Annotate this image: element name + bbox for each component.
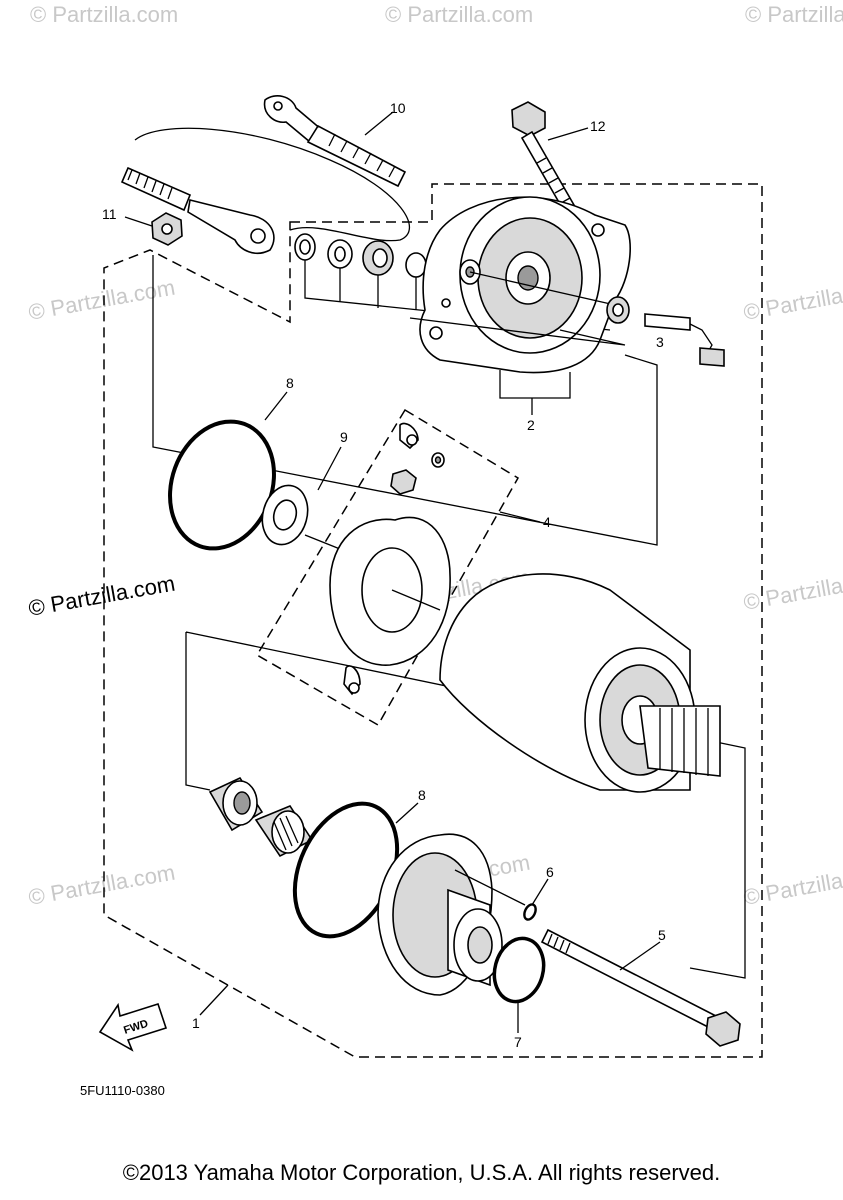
callout-11: 11	[102, 206, 117, 222]
brush-block	[699, 347, 725, 367]
callout-2: 2	[527, 417, 535, 433]
cover-mount-hole	[591, 223, 605, 237]
lead-terminal-hole	[250, 228, 266, 244]
watermark-text: © Partzilla.com	[742, 860, 843, 910]
callout-6: 6	[546, 864, 554, 880]
bearing-set	[208, 776, 314, 858]
callout-8-lower: 8	[418, 787, 426, 803]
watermark-text: © Partzilla.com	[30, 2, 178, 27]
watermark-text: © Partzilla.com	[742, 275, 843, 325]
lead-wire-upper-boot	[306, 124, 407, 188]
brush-plate-4	[329, 422, 451, 696]
armature-yoke	[439, 573, 721, 793]
callout-labels: 10 12 11 3 2 8 9 4 8 6 5 7 1	[102, 100, 666, 1050]
lead-wire-boot	[120, 166, 192, 212]
fwd-arrow-icon: FWD	[98, 1002, 168, 1052]
bolt-head	[511, 101, 546, 137]
watermark-text: © Partzilla.com	[745, 2, 843, 27]
watermark-text: © Partzilla.com	[742, 565, 843, 615]
copyright-notice: ©2013 Yamaha Motor Corporation, U.S.A. A…	[122, 1160, 721, 1185]
bolt-shank	[540, 928, 718, 1030]
watermark-text: © Partzilla.com	[385, 2, 533, 27]
callout-1: 1	[192, 1015, 200, 1031]
callout-3: 3	[656, 334, 664, 350]
watermark-text: © Partzilla.com	[27, 275, 177, 325]
outline-bracket-upper	[152, 255, 658, 546]
terminal-bolt	[606, 296, 725, 367]
terminal-stud	[644, 313, 691, 331]
terminal-washers	[294, 233, 611, 331]
callout-7: 7	[514, 1034, 522, 1050]
rear-cover	[377, 833, 526, 996]
callout-10: 10	[390, 100, 406, 116]
assembly-boundary-dashed	[103, 183, 763, 1058]
front-cover-2	[419, 196, 631, 374]
o-ring-7	[492, 936, 546, 1004]
callout-12: 12	[590, 118, 606, 134]
lead-terminal-lug	[187, 199, 275, 255]
nut-11	[151, 212, 183, 246]
brush	[390, 469, 417, 495]
washer-9	[261, 484, 381, 566]
brush-set-boundary-dashed	[255, 408, 520, 727]
lead-wire-path	[134, 127, 411, 242]
callout-8-upper: 8	[286, 375, 294, 391]
callout-5: 5	[658, 927, 666, 943]
o-ring	[405, 252, 427, 278]
drawing-code: 5FU1110-0380	[80, 1083, 165, 1098]
through-bolt-5	[540, 928, 741, 1047]
callout-leaders	[124, 111, 661, 1033]
o-ring-6	[523, 903, 537, 921]
bolt-head	[705, 1011, 741, 1047]
lead-wire	[120, 95, 411, 255]
nut-hole	[161, 223, 173, 235]
callout-9: 9	[340, 429, 348, 445]
callout-4: 4	[543, 514, 551, 530]
watermark-main: © Partzilla.com	[27, 571, 177, 621]
watermark-text: © Partzilla.com	[27, 860, 177, 910]
cover-mount-hole	[429, 326, 443, 340]
